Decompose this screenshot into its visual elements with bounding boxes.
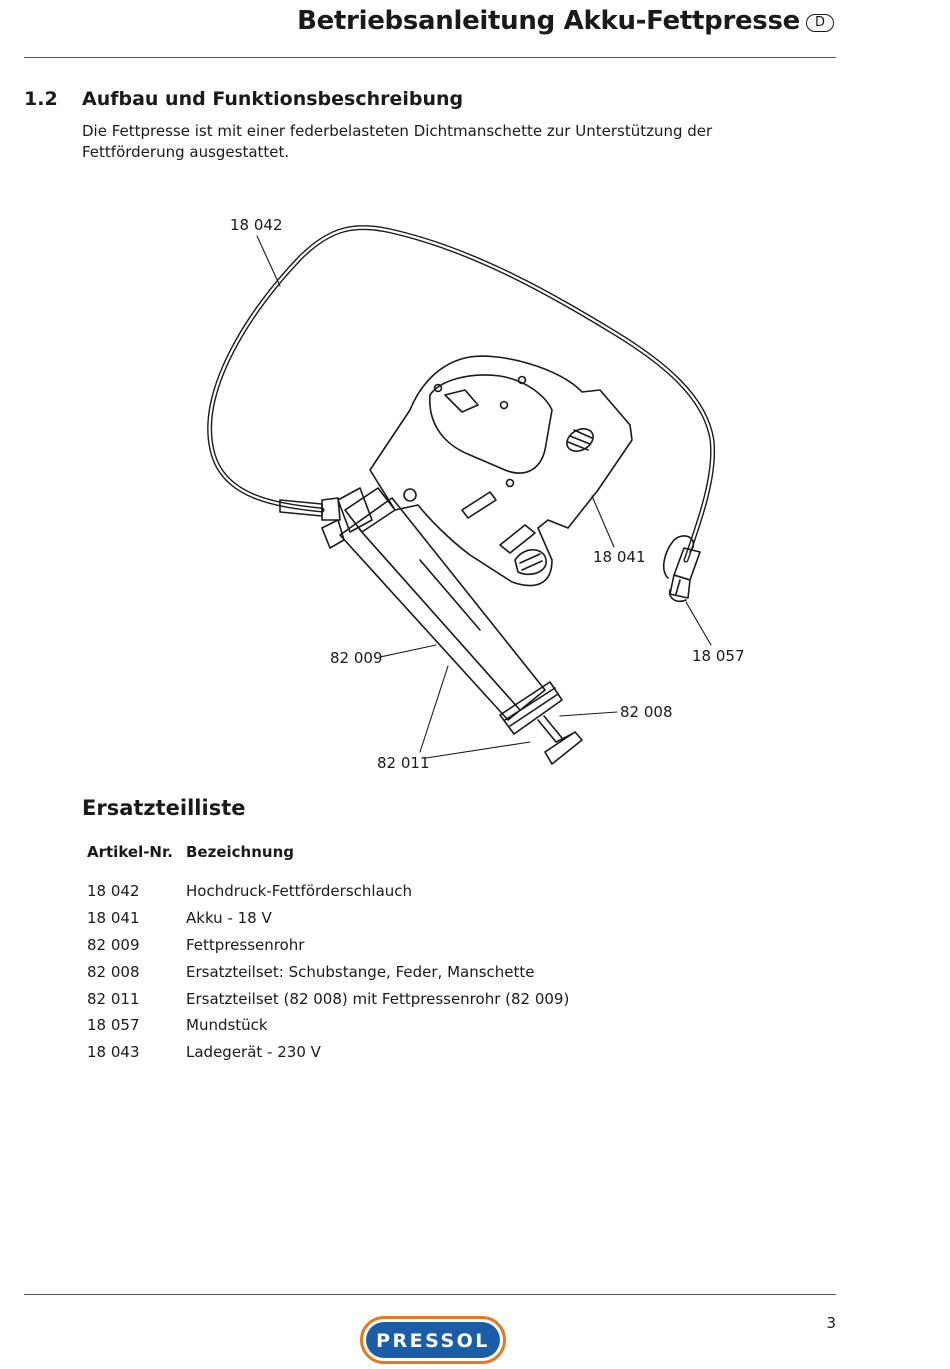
table-header-row: Artikel-Nr. Bezeichnung xyxy=(84,836,569,868)
section-number: 1.2 xyxy=(24,88,58,110)
header-divider xyxy=(24,57,836,58)
pressol-logo: PRESSOL xyxy=(360,1316,506,1364)
nozzle-drawing xyxy=(662,535,701,603)
article-number: 18 042 xyxy=(87,882,140,901)
section-title: Aufbau und Funktionsbeschreibung xyxy=(82,88,464,110)
parts-table: Artikel-Nr. Bezeichnung 18 042 Hochdruck… xyxy=(84,836,569,1066)
parts-list-heading: Ersatzteilliste xyxy=(82,796,246,820)
logo-wordmark: PRESSOL xyxy=(376,1330,490,1352)
table-row: 82 009 Fettpressenrohr xyxy=(84,932,569,959)
callout-82011: 82 011 xyxy=(377,754,430,772)
gun-head-drawing xyxy=(321,487,396,549)
table-row: 18 057 Mundstück xyxy=(84,1012,569,1039)
callout-82008: 82 008 xyxy=(620,703,673,721)
column-header-description: Bezeichnung xyxy=(186,843,294,861)
barrel-drawing xyxy=(339,497,563,735)
article-description: Ersatzteilset: Schubstange, Feder, Mansc… xyxy=(186,962,535,981)
article-description: Hochdruck-Fettförderschlauch xyxy=(186,882,413,901)
table-row: 18 043 Ladegerät - 230 V xyxy=(84,1039,569,1066)
article-description: Mundstück xyxy=(186,1016,268,1035)
gun-body-drawing xyxy=(369,355,633,587)
article-description: Akku - 18 V xyxy=(186,909,272,928)
article-description: Fettpressenrohr xyxy=(186,935,305,954)
article-number: 82 008 xyxy=(87,962,140,981)
grease-gun-diagram xyxy=(207,225,716,765)
footer-divider xyxy=(24,1294,836,1295)
article-number: 18 041 xyxy=(87,909,140,928)
article-number: 18 057 xyxy=(87,1016,140,1035)
table-row: 82 011 Ersatzteilset (82 008) mit Fettpr… xyxy=(84,985,569,1012)
article-number: 82 011 xyxy=(87,989,140,1008)
document-title: Betriebsanleitung Akku-Fettpresse xyxy=(297,6,800,36)
column-header-article-number: Artikel-Nr. xyxy=(87,843,173,861)
page-number: 3 xyxy=(826,1314,836,1332)
section-intro: Die Fettpresse ist mit einer federbelast… xyxy=(82,122,713,161)
table-row: 18 042 Hochdruck-Fettförderschlauch xyxy=(84,878,569,905)
plunger-drawing xyxy=(537,715,583,765)
callout-18057: 18 057 xyxy=(692,647,745,665)
callout-18042: 18 042 xyxy=(230,216,283,234)
table-row: 18 041 Akku - 18 V xyxy=(84,905,569,932)
language-badge: D xyxy=(806,14,834,32)
callout-leaders xyxy=(256,235,712,759)
hose-drawing xyxy=(207,225,716,563)
article-number: 82 009 xyxy=(87,935,140,954)
callout-18041: 18 041 xyxy=(593,548,646,566)
callout-82009: 82 009 xyxy=(330,649,383,667)
article-number: 18 043 xyxy=(87,1043,140,1062)
article-description: Ersatzteilset (82 008) mit Fettpressenro… xyxy=(186,989,570,1008)
table-row: 82 008 Ersatzteilset: Schubstange, Feder… xyxy=(84,958,569,985)
article-description: Ladegerät - 230 V xyxy=(186,1043,321,1062)
